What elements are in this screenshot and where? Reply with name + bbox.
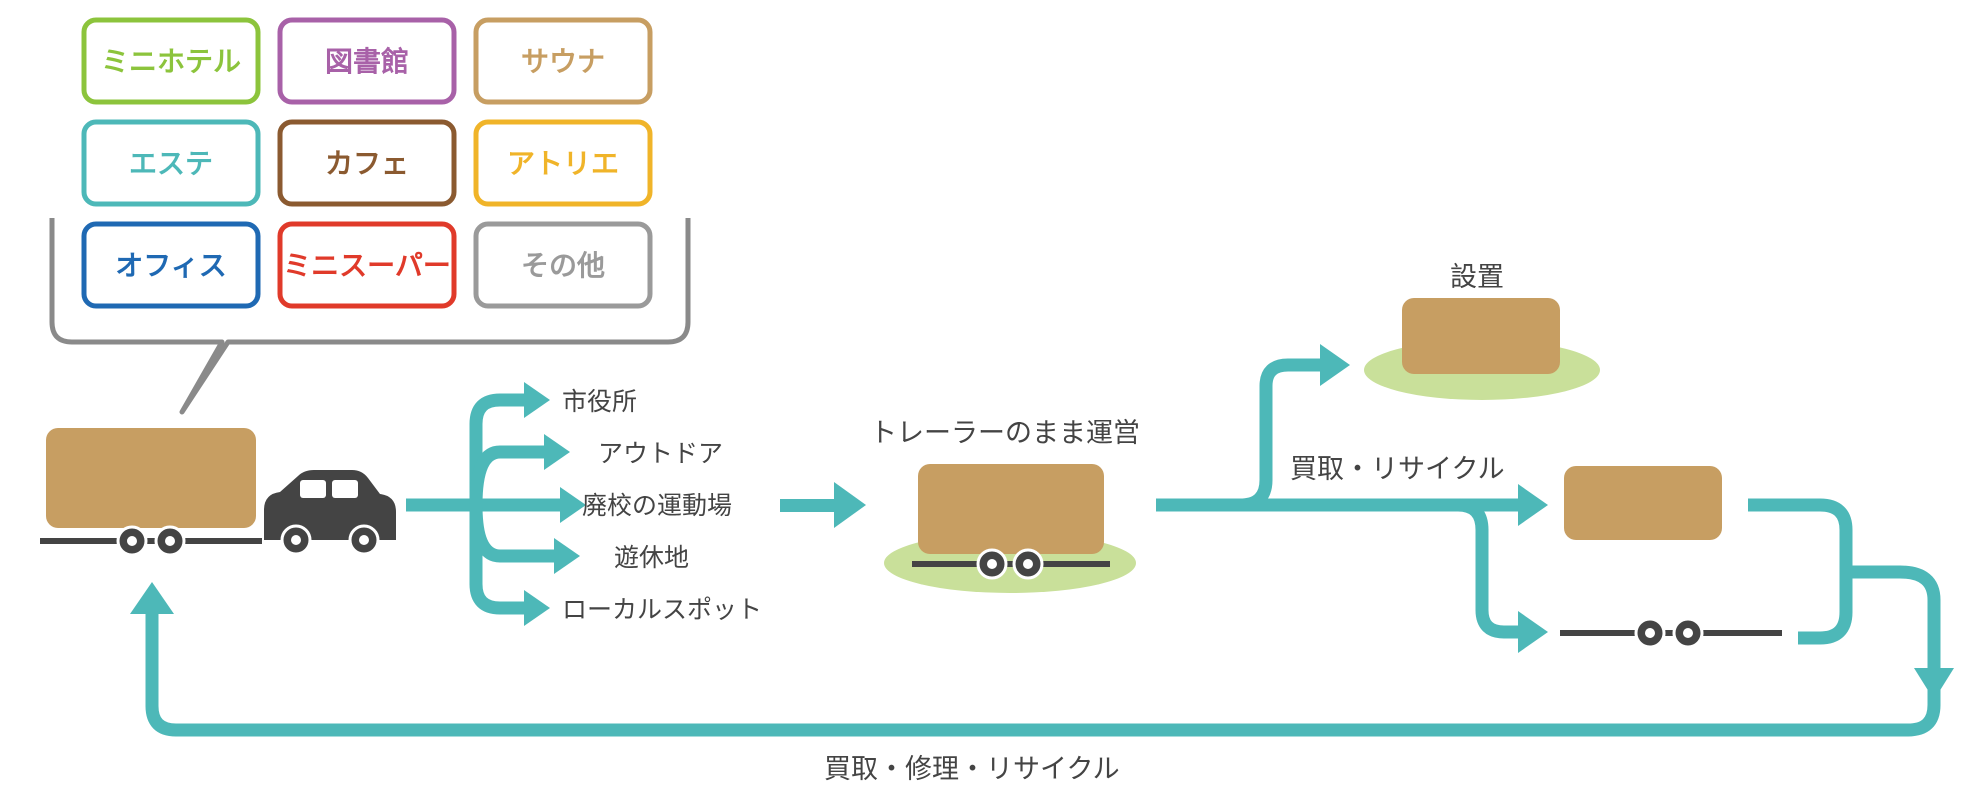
arrow-head: [1320, 344, 1350, 386]
install-label: 設置: [1450, 262, 1504, 293]
facility-tag-label: アトリエ: [507, 147, 619, 180]
location-label: 市役所: [562, 387, 637, 416]
facility-tag-label: ミニホテル: [101, 45, 241, 78]
operate-label: トレーラーのまま運営: [870, 418, 1140, 449]
facility-tag: アトリエ: [473, 119, 653, 207]
speech-bubble: [49, 218, 691, 415]
facility-tag: ミニスーパー: [277, 221, 457, 309]
facility-tag-label: 図書館: [325, 45, 409, 78]
facility-tag: ミニホテル: [81, 17, 261, 105]
arrow-head: [1914, 668, 1954, 700]
facility-tag: 図書館: [277, 17, 457, 105]
facility-tag-label: ミニスーパー: [283, 249, 451, 282]
facility-tag: サウナ: [473, 17, 653, 105]
buyback-repair-recycle-label: 買取・修理・リサイクル: [824, 754, 1120, 785]
car-icon: [264, 470, 396, 556]
wheel-icon: [116, 525, 148, 557]
location-label: ローカルスポット: [562, 595, 762, 624]
split-flow: [1156, 358, 1520, 639]
arrow-head: [554, 538, 580, 574]
chassis-icon: [1560, 617, 1782, 649]
facility-tag-label: サウナ: [521, 45, 605, 78]
unit-body-icon: [1564, 466, 1722, 540]
location-label: 遊休地: [614, 543, 689, 572]
trailer-icon: [40, 428, 262, 557]
location-branch-arrows: [406, 393, 562, 615]
facility-tag: エステ: [81, 119, 261, 207]
facility-tag-label: その他: [521, 249, 605, 282]
location-label: アウトドア: [598, 439, 723, 468]
facility-tag-label: カフェ: [325, 147, 409, 180]
flow-arrow-shaft: [780, 499, 836, 512]
location-label: 廃校の運動場: [582, 491, 732, 520]
facility-tag-label: エステ: [129, 147, 213, 180]
arrow-head: [524, 590, 550, 626]
facility-tag: カフェ: [277, 119, 457, 207]
return-flow: [145, 498, 1941, 737]
facility-tag-label: オフィス: [115, 249, 226, 282]
flow-arrow-head: [834, 482, 866, 528]
arrow-head: [1518, 611, 1548, 653]
facility-tag: オフィス: [81, 221, 261, 309]
arrow-head: [544, 434, 570, 470]
facility-tag: その他: [473, 221, 653, 309]
arrow-head: [1518, 484, 1548, 526]
installed-unit-icon: [1402, 298, 1560, 374]
buyback-recycle-label: 買取・リサイクル: [1290, 454, 1505, 485]
wheel-icon: [154, 525, 186, 557]
arrow-head: [524, 382, 550, 418]
trailer-icon: [912, 464, 1110, 580]
arrow-head: [560, 487, 586, 523]
arrow-head: [130, 582, 174, 614]
